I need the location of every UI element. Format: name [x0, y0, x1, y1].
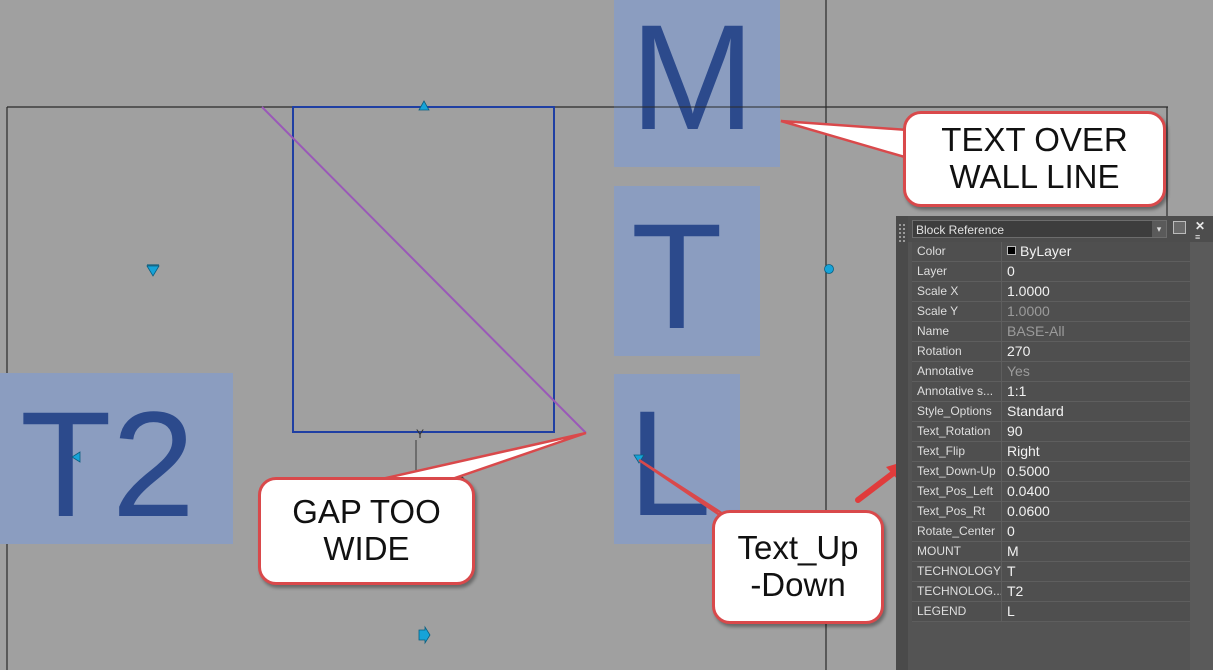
grip-top-arrow	[418, 100, 430, 111]
property-key: Text_Flip	[912, 442, 1002, 461]
property-value[interactable]: 270	[1007, 343, 1031, 359]
property-row[interactable]: Style_Options Standard	[912, 402, 1190, 422]
property-row[interactable]: Annotative Yes	[912, 362, 1190, 382]
property-row[interactable]: Text_Flip Right	[912, 442, 1190, 462]
object-type-value: Block Reference	[916, 223, 1005, 237]
property-key: Color	[912, 242, 1002, 261]
property-value[interactable]: ByLayer	[1002, 242, 1190, 261]
property-key: Annotative	[912, 362, 1002, 381]
property-row[interactable]: LEGEND L	[912, 602, 1190, 622]
diagonal-line	[261, 106, 587, 434]
grip-right-dot	[824, 264, 834, 274]
property-value-text: ByLayer	[1020, 243, 1072, 259]
callout-updown-line2: -Down	[750, 566, 846, 603]
property-key: Scale Y	[912, 302, 1002, 321]
property-key: Scale X	[912, 282, 1002, 301]
property-row[interactable]: Text_Rotation 90	[912, 422, 1190, 442]
property-value[interactable]: M	[1007, 543, 1019, 559]
callout-gap-line2: WIDE	[323, 530, 410, 567]
property-value[interactable]: 90	[1007, 423, 1023, 439]
property-row[interactable]: Rotation 270	[912, 342, 1190, 362]
palette-grip[interactable]	[896, 216, 908, 670]
callout-text-up-down: Text_Up -Down	[712, 510, 884, 624]
property-value[interactable]: 0.0400	[1007, 483, 1050, 499]
property-key: Text_Down-Up	[912, 462, 1002, 481]
property-row[interactable]: Layer 0	[912, 262, 1190, 282]
callout-gap-line1: GAP TOO	[292, 493, 441, 531]
property-value[interactable]: 0.5000	[1007, 463, 1050, 479]
object-type-dropdown[interactable]: Block Reference ▾	[912, 220, 1167, 238]
callout-text-over-wall: TEXT OVER WALL LINE	[903, 111, 1166, 207]
grip-legend-arrow	[633, 454, 645, 464]
callout-updown-line1: Text_Up	[737, 529, 859, 567]
property-value[interactable]: BASE-All	[1007, 323, 1065, 339]
property-key: Layer	[912, 262, 1002, 281]
property-value[interactable]: T2	[1007, 583, 1024, 599]
property-row[interactable]: Annotative s... 1:1	[912, 382, 1190, 402]
property-value[interactable]: Standard	[1007, 403, 1064, 419]
technology2-letter: T2	[20, 380, 196, 548]
property-key: Rotation	[912, 342, 1002, 361]
property-row[interactable]: Text_Down-Up 0.5000	[912, 462, 1190, 482]
mount-letter: M	[630, 0, 755, 161]
axis-y-mark: Y	[416, 427, 424, 441]
property-row[interactable]: Rotate_Center 0	[912, 522, 1190, 542]
property-key: Text_Pos_Left	[912, 482, 1002, 501]
callout-wall-pointer	[780, 119, 910, 160]
property-row[interactable]: Color ByLayer	[912, 242, 1190, 262]
property-value[interactable]: 0	[1007, 523, 1015, 539]
property-value[interactable]: 0.0600	[1007, 503, 1050, 519]
technology-letter: T	[631, 192, 723, 360]
property-value[interactable]: 0	[1007, 263, 1015, 279]
property-key: LEGEND	[912, 602, 1002, 621]
property-row[interactable]: TECHNOLOGY T	[912, 562, 1190, 582]
property-value[interactable]: 1.0000	[1007, 303, 1050, 319]
grip-left-triangle	[146, 265, 160, 277]
property-key: Name	[912, 322, 1002, 341]
mount-text-highlight[interactable]: M	[614, 0, 780, 167]
property-row[interactable]: Scale X 1.0000	[912, 282, 1190, 302]
grip-bottom-arrow	[418, 625, 431, 645]
property-row[interactable]: MOUNT M	[912, 542, 1190, 562]
property-row[interactable]: Name BASE-All	[912, 322, 1190, 342]
palette-menu-icon[interactable]: ≡	[1195, 232, 1201, 242]
property-row[interactable]: Text_Pos_Left 0.0400	[912, 482, 1190, 502]
grip-t2-arrow	[71, 451, 81, 463]
property-key: TECHNOLOGY	[912, 562, 1002, 581]
quick-select-icon[interactable]	[1173, 221, 1186, 234]
callout-wall-line2: WALL LINE	[949, 158, 1120, 195]
callout-wall-line1: TEXT OVER	[941, 121, 1128, 159]
callout-gap-too-wide: GAP TOO WIDE	[258, 477, 475, 585]
property-key: Annotative s...	[912, 382, 1002, 401]
property-value[interactable]: 1:1	[1007, 383, 1027, 399]
property-key: Rotate_Center	[912, 522, 1002, 541]
property-value[interactable]: Right	[1007, 443, 1040, 459]
palette-scrollbar[interactable]	[1190, 242, 1213, 670]
property-key: TECHNOLOG...	[912, 582, 1002, 601]
property-key: Text_Pos_Rt	[912, 502, 1002, 521]
chevron-down-icon[interactable]: ▾	[1152, 221, 1166, 237]
property-key: Style_Options	[912, 402, 1002, 421]
property-value[interactable]: L	[1007, 603, 1015, 619]
property-value[interactable]: 1.0000	[1007, 283, 1050, 299]
property-value[interactable]: Yes	[1007, 363, 1030, 379]
technology2-text-highlight[interactable]: T2	[0, 373, 233, 544]
property-row[interactable]: Scale Y 1.0000	[912, 302, 1190, 322]
property-row[interactable]: Text_Pos_Rt 0.0600	[912, 502, 1190, 522]
property-key: Text_Rotation	[912, 422, 1002, 441]
property-value[interactable]: T	[1007, 563, 1016, 579]
color-swatch-icon	[1007, 246, 1016, 255]
technology-text-highlight[interactable]: T	[614, 186, 760, 356]
property-row[interactable]: TECHNOLOG... T2	[912, 582, 1190, 602]
property-key: MOUNT	[912, 542, 1002, 561]
close-icon[interactable]: ✕	[1195, 219, 1206, 233]
